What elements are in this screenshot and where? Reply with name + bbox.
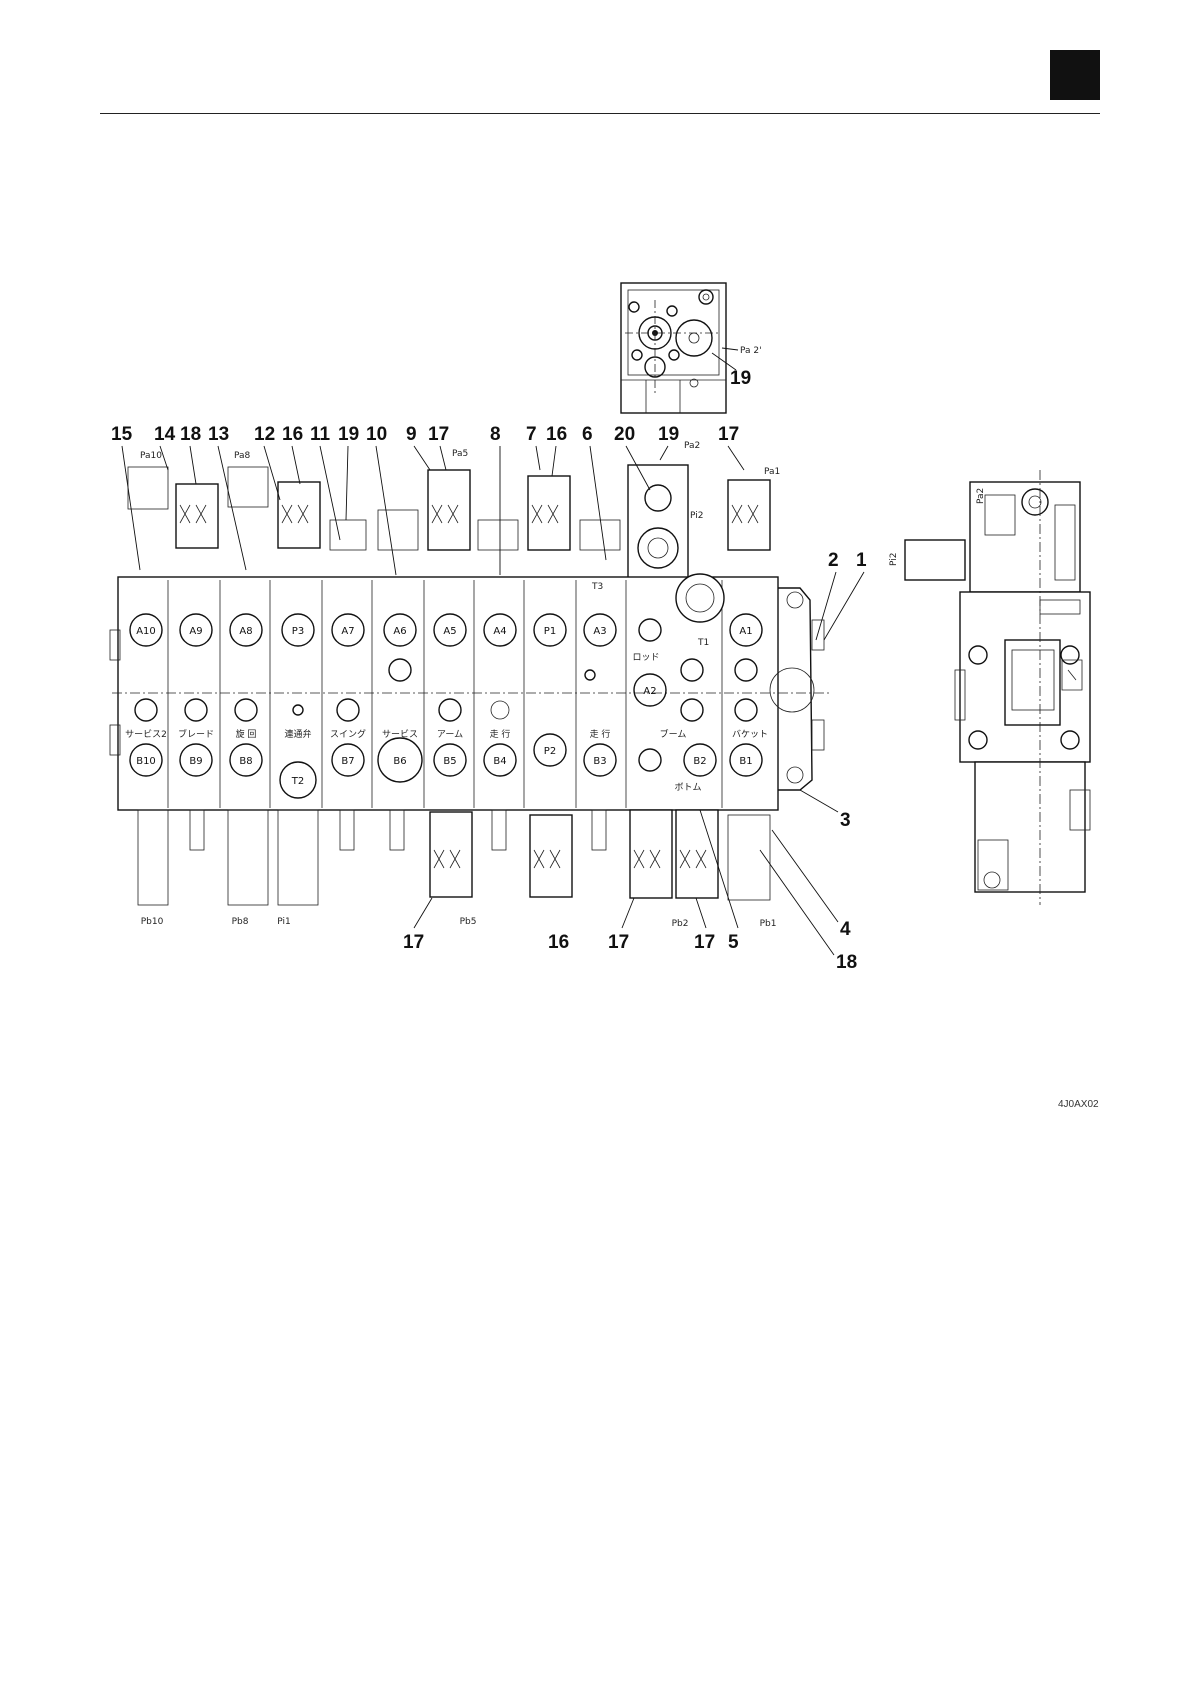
- section-name-travel-1: 走 行: [490, 728, 511, 740]
- callout-top-13: 13: [208, 424, 229, 445]
- section-name-swing: スイング: [330, 728, 366, 740]
- callout-top-8: 8: [490, 424, 501, 445]
- callout-bottom-16: 16: [548, 932, 569, 953]
- detail-callout-19: 19: [730, 368, 751, 389]
- port-a4: A4: [493, 626, 506, 637]
- section-name-swing-rotate: 旋 回: [236, 728, 257, 740]
- callout-top-16: 16: [282, 424, 303, 445]
- callout-right-18: 18: [836, 952, 857, 973]
- port-a3: A3: [593, 626, 606, 637]
- callout-bottom-17a: 17: [403, 932, 424, 953]
- callout-top-14: 14: [154, 424, 176, 445]
- port-b10: B10: [136, 756, 156, 767]
- port-t1: T1: [697, 638, 709, 648]
- side-pa2: Pa2: [976, 488, 986, 504]
- callout-bottom-17c: 17: [694, 932, 715, 953]
- port-t2: T2: [291, 776, 304, 787]
- port-a9: A9: [189, 626, 202, 637]
- section-name-arm: アーム: [437, 729, 463, 740]
- section-name-service2: サービス2: [125, 729, 167, 740]
- callout-top-6: 6: [582, 424, 593, 445]
- port-a7: A7: [341, 626, 354, 637]
- pilot-pb1: Pb1: [760, 919, 777, 929]
- pilot-pa10: Pa10: [140, 451, 162, 461]
- pilot-pb2: Pb2: [672, 919, 689, 929]
- callout-top-17: 17: [428, 424, 449, 445]
- callout-bottom-5: 5: [728, 932, 739, 953]
- callout-right-2: 2: [828, 550, 839, 571]
- callout-top-17b: 17: [718, 424, 739, 445]
- callout-top-7: 7: [526, 424, 537, 445]
- pilot-pb10: Pb10: [141, 917, 164, 927]
- port-b5: B5: [443, 756, 456, 767]
- svg-text:Pa 2': Pa 2': [740, 346, 762, 356]
- callout-right-1: 1: [856, 550, 867, 571]
- port-b7: B7: [341, 756, 354, 767]
- pilot-pi2: Pi2: [690, 511, 703, 521]
- callout-top-20: 20: [614, 424, 635, 445]
- pilot-pa5: Pa5: [452, 449, 468, 459]
- callout-right-3: 3: [840, 810, 851, 831]
- port-b4: B4: [493, 756, 506, 767]
- section-name-boom: ブーム: [660, 728, 687, 740]
- callout-top-19: 19: [338, 424, 359, 445]
- bottom-caps: [138, 810, 770, 905]
- callout-top-12: 12: [254, 424, 275, 445]
- port-a5: A5: [443, 626, 456, 637]
- section-name-travel-2: 走 行: [590, 728, 611, 740]
- section-name-bucket: バケット: [732, 729, 768, 740]
- port-p1: P1: [544, 626, 556, 637]
- figure-reference-code: 4J0AX02: [1058, 1099, 1099, 1110]
- port-a10: A10: [136, 626, 156, 637]
- port-b2: B2: [693, 756, 706, 767]
- boom-rod-label: ロッド: [632, 653, 659, 663]
- callout-top-11: 11: [310, 424, 331, 445]
- port-a2: A2: [643, 686, 656, 697]
- section-name-communication-valve: 連通弁: [284, 728, 311, 740]
- section-name-service: サービス: [382, 729, 418, 740]
- side-pi2: Pi2: [889, 553, 899, 566]
- pilot-pa2: Pa2: [684, 441, 700, 451]
- pilot-pb5: Pb5: [460, 917, 477, 927]
- port-b1: B1: [739, 756, 752, 767]
- pilot-caps: [128, 465, 770, 595]
- pilot-pa1: Pa1: [764, 467, 780, 477]
- port-a6: A6: [393, 626, 406, 637]
- main-valve-view: A10 A9 A8 P3 A7 A6 A5 A4 P1 A3 A2 A1: [110, 441, 830, 929]
- port-a8: A8: [239, 626, 252, 637]
- callout-top-9: 9: [406, 424, 417, 445]
- port-b9: B9: [189, 756, 202, 767]
- callout-right-4: 4: [840, 919, 851, 940]
- callout-bottom-17b: 17: [608, 932, 629, 953]
- detail-view-top: Pa 2' 19: [621, 283, 762, 413]
- pilot-pb8: Pb8: [232, 917, 249, 927]
- section-name-blade: ブレード: [178, 728, 214, 740]
- port-b8: B8: [239, 756, 252, 767]
- port-p2: P2: [544, 746, 556, 757]
- callout-top-16b: 16: [546, 424, 567, 445]
- boom-bottom-label: ボトム: [674, 782, 701, 793]
- callout-top-18: 18: [180, 424, 201, 445]
- port-b6: B6: [393, 756, 406, 767]
- port-p3: P3: [292, 626, 304, 637]
- port-a1: A1: [739, 626, 752, 637]
- pilot-pa8: Pa8: [234, 451, 251, 461]
- port-b3: B3: [593, 756, 606, 767]
- port-t3: T3: [591, 582, 603, 592]
- side-view: Pa2 Pi2: [889, 470, 1090, 905]
- pilot-pi1: Pi1: [277, 917, 290, 927]
- callout-top-19b: 19: [658, 424, 679, 445]
- callout-top-10: 10: [366, 424, 387, 445]
- callout-top-15: 15: [111, 424, 133, 445]
